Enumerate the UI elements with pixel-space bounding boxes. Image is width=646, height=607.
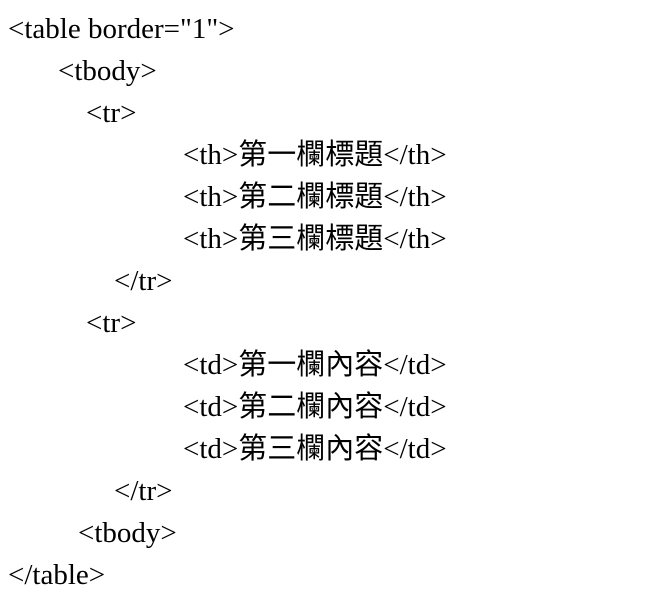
code-line-tr-close-1: </tr>: [114, 265, 173, 297]
code-line-th-1: <th>第一欄標題</th>: [183, 139, 447, 171]
code-line-tr-close-2: </tr>: [114, 475, 173, 507]
code-line-table-open: <table border="1">: [8, 13, 235, 45]
code-line-tbody-open: <tbody>: [58, 55, 157, 87]
code-line-td-3: <td>第三欄內容</td>: [183, 433, 447, 465]
code-line-th-2: <th>第二欄標題</th>: [183, 181, 447, 213]
code-line-th-3: <th>第三欄標題</th>: [183, 223, 447, 255]
code-line-tbody-2: <tbody>: [78, 517, 177, 549]
code-line-td-2: <td>第二欄內容</td>: [183, 391, 447, 423]
code-line-table-close: </table>: [8, 559, 106, 591]
code-line-tr-open-2: <tr>: [86, 307, 137, 339]
code-line-tr-open-1: <tr>: [86, 97, 137, 129]
code-line-td-1: <td>第一欄內容</td>: [183, 349, 447, 381]
